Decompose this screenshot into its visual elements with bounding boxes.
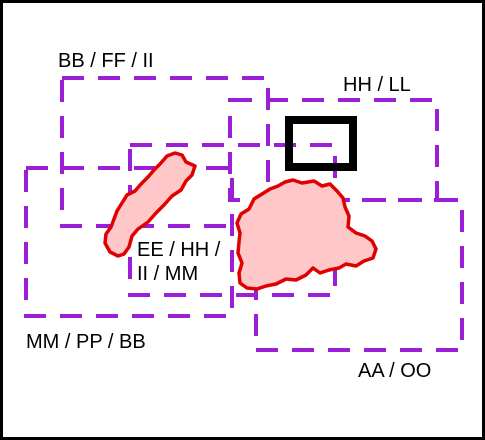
region-box-bb-ff-ii: [60, 76, 270, 228]
right-blob: [235, 178, 378, 291]
label-aa-oo: AA / OO: [358, 360, 431, 382]
label-hh-ll: HH / LL: [343, 74, 411, 96]
left-blob: [103, 151, 197, 258]
region-box-mm-pp-bb: [24, 166, 234, 318]
label-mm-pp-bb: MM / PP / BB: [26, 331, 146, 353]
label-bb-ff-ii: BB / FF / II: [58, 50, 154, 72]
square-icon: [285, 116, 357, 171]
label-ee-hh-line1: EE / HH /: [137, 239, 221, 261]
region-box-hh-ll: [228, 98, 439, 202]
label-ee-hh-line2: II / MM: [137, 263, 198, 285]
